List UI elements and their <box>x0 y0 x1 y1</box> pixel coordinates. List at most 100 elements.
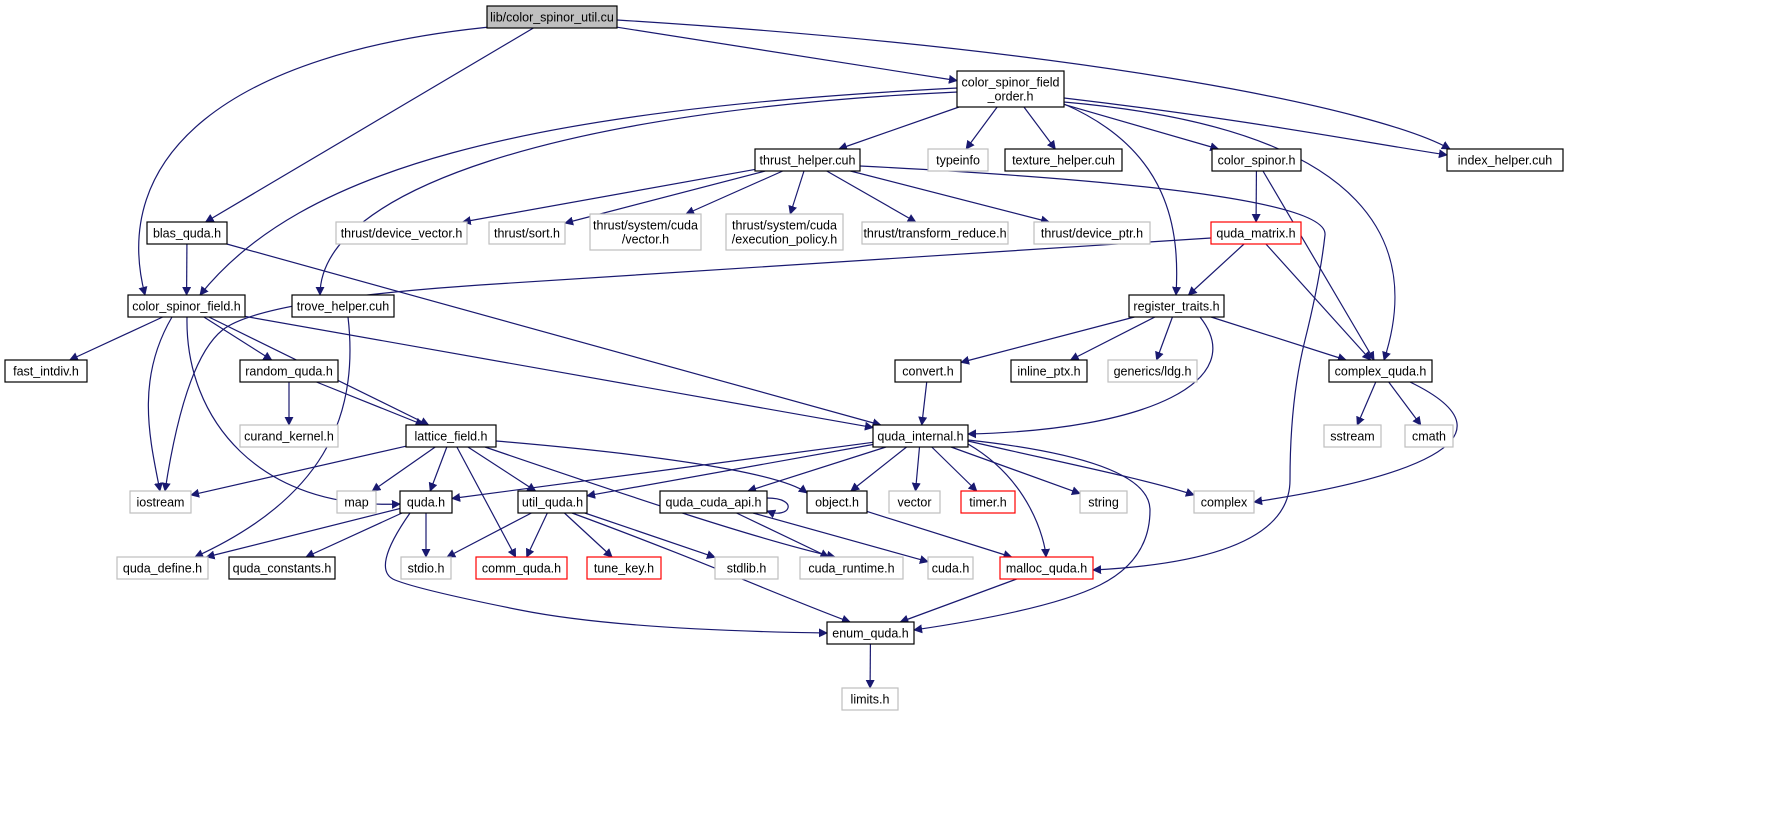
node-label: object.h <box>815 496 859 510</box>
edge-register-traits-to-inline-ptx <box>1069 316 1156 361</box>
edge-thrust-helper-to-t-sysvec <box>685 170 783 215</box>
node-complex-quda[interactable]: complex_quda.h <box>1328 359 1433 383</box>
node-box <box>1033 221 1151 245</box>
edge-quda-matrix-to-register-traits <box>1187 243 1245 296</box>
edge-lattice-field-to-cuda-runtime <box>484 446 836 560</box>
node-map[interactable]: map <box>336 490 377 514</box>
node-trove-helper[interactable]: trove_helper.cuh <box>291 294 395 318</box>
node-label: thrust/transform_reduce.h <box>863 227 1006 241</box>
edge-lattice-field-to-object <box>495 440 808 494</box>
node-label: thrust/system/cuda <box>593 219 698 233</box>
node-label: comm_quda.h <box>482 562 561 576</box>
node-label: thrust/system/cuda <box>732 219 837 233</box>
node-quda-constants[interactable]: quda_constants.h <box>228 556 336 580</box>
node-box <box>239 424 339 448</box>
node-label: register_traits.h <box>1133 300 1219 314</box>
edge-quda-internal-to-enum-quda <box>913 439 1151 634</box>
node-t-transred[interactable]: thrust/transform_reduce.h <box>861 221 1009 245</box>
node-box <box>754 148 861 172</box>
node-complex[interactable]: complex <box>1193 490 1255 514</box>
node-limits[interactable]: limits.h <box>841 687 899 711</box>
node-thrust-helper[interactable]: thrust_helper.cuh <box>754 148 861 172</box>
node-typeinfo[interactable]: typeinfo <box>927 148 989 172</box>
node-blas-quda[interactable]: blas_quda.h <box>146 221 228 245</box>
node-label: thrust/device_vector.h <box>341 227 463 241</box>
node-color-spinor[interactable]: color_spinor.h <box>1211 148 1302 172</box>
node-t-devvec[interactable]: thrust/device_vector.h <box>335 221 468 245</box>
node-stdio[interactable]: stdio.h <box>400 556 452 580</box>
node-root[interactable]: lib/color_spinor_util.cu <box>486 5 618 29</box>
node-enum-quda[interactable]: enum_quda.h <box>826 621 915 645</box>
node-cmath[interactable]: cmath <box>1404 424 1454 448</box>
edge-root-to-index-helper <box>616 19 1451 150</box>
node-box <box>127 294 246 318</box>
node-csf[interactable]: color_spinor_field.h <box>127 294 246 318</box>
node-string[interactable]: string <box>1079 490 1128 514</box>
node-quda-cuda-api[interactable]: quda_cuda_api.h <box>659 490 768 514</box>
node-timer[interactable]: timer.h <box>960 490 1016 514</box>
edge-register-traits-to-generics-ldg <box>1155 316 1174 361</box>
edge-quda-h-to-quda-define <box>205 507 401 560</box>
node-label: quda_constants.h <box>233 562 332 576</box>
edge-csfo-to-texture-helper <box>1023 106 1056 150</box>
node-fast-intdiv[interactable]: fast_intdiv.h <box>4 359 88 383</box>
node-quda-define[interactable]: quda_define.h <box>116 556 209 580</box>
node-util-quda[interactable]: util_quda.h <box>517 490 588 514</box>
node-box <box>1193 490 1255 514</box>
node-quda-matrix[interactable]: quda_matrix.h <box>1210 221 1302 245</box>
edge-csfo-to-csf <box>199 87 959 296</box>
node-box <box>1211 148 1302 172</box>
node-csfo[interactable]: color_spinor_field_order.h <box>956 70 1065 108</box>
node-label: cuda.h <box>932 562 970 576</box>
edge-convert-to-quda-internal <box>918 381 928 426</box>
node-box <box>894 359 962 383</box>
node-t-devptr[interactable]: thrust/device_ptr.h <box>1033 221 1151 245</box>
node-box <box>399 490 453 514</box>
node-label: quda_cuda_api.h <box>666 496 762 510</box>
node-tune-key[interactable]: tune_key.h <box>586 556 662 580</box>
node-lattice-field[interactable]: lattice_field.h <box>405 424 497 448</box>
edge-quda-internal-to-util-quda <box>586 443 874 499</box>
node-label: convert.h <box>902 365 953 379</box>
node-t-execpol[interactable]: thrust/system/cuda/execution_policy.h <box>725 213 844 251</box>
node-comm-quda[interactable]: comm_quda.h <box>475 556 568 580</box>
node-box <box>1010 359 1088 383</box>
edge-csfo-to-thrust-helper <box>838 106 960 151</box>
node-cuda-runtime[interactable]: cuda_runtime.h <box>799 556 904 580</box>
node-sstream[interactable]: sstream <box>1323 424 1382 448</box>
edge-register-traits-to-complex-quda <box>1210 316 1347 362</box>
node-curand-kernel[interactable]: curand_kernel.h <box>239 424 339 448</box>
edge-lattice-field-to-iostream <box>190 445 407 498</box>
node-label: sstream <box>1330 430 1374 444</box>
node-label: complex <box>1201 496 1248 510</box>
node-convert[interactable]: convert.h <box>894 359 962 383</box>
node-vector[interactable]: vector <box>888 490 941 514</box>
node-box <box>927 148 989 172</box>
node-object[interactable]: object.h <box>806 490 868 514</box>
node-box <box>586 556 662 580</box>
edge-register-traits-to-convert <box>960 316 1135 365</box>
node-generics-ldg[interactable]: generics/ldg.h <box>1107 359 1198 383</box>
node-random-quda[interactable]: random_quda.h <box>239 359 339 383</box>
node-t-sysvec[interactable]: thrust/system/cuda/vector.h <box>589 213 702 251</box>
node-iostream[interactable]: iostream <box>129 490 192 514</box>
node-quda-internal[interactable]: quda_internal.h <box>872 424 969 448</box>
node-label: quda_internal.h <box>877 430 963 444</box>
edge-thrust-helper-to-t-devptr <box>850 170 1051 225</box>
node-index-helper[interactable]: index_helper.cuh <box>1446 148 1564 172</box>
node-quda-h[interactable]: quda.h <box>399 490 453 514</box>
node-t-sort[interactable]: thrust/sort.h <box>488 221 566 245</box>
edge-malloc-quda-to-enum-quda <box>899 578 1017 624</box>
node-register-traits[interactable]: register_traits.h <box>1128 294 1225 318</box>
node-inline-ptx[interactable]: inline_ptx.h <box>1010 359 1088 383</box>
edge-lattice-field-to-util-quda <box>467 446 537 492</box>
node-cuda-h[interactable]: cuda.h <box>927 556 974 580</box>
edge-csfo-to-register-traits <box>1063 103 1181 296</box>
node-malloc-quda[interactable]: malloc_quda.h <box>999 556 1094 580</box>
node-label: quda.h <box>407 496 445 510</box>
edge-quda-internal-to-timer <box>931 446 978 492</box>
node-box <box>291 294 395 318</box>
node-stdlib[interactable]: stdlib.h <box>714 556 779 580</box>
node-texture-helper[interactable]: texture_helper.cuh <box>1004 148 1123 172</box>
